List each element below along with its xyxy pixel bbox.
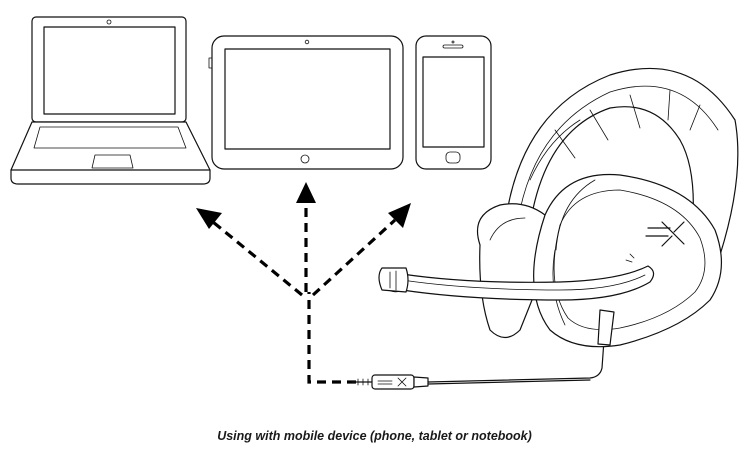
connection-arrows [196,182,411,384]
arrow-head-phone [388,203,411,228]
arrow-to-phone [311,218,397,297]
arrow-to-laptop [211,220,304,297]
hyperx-logo [645,221,685,247]
caption: Using with mobile device (phone, tablet … [217,429,532,443]
tablet-icon [208,35,404,170]
connector-line [307,292,356,384]
phone-icon [415,35,492,170]
laptop-icon [10,16,211,185]
arrow-head-laptop [196,208,222,229]
headset-icon [378,67,739,348]
audio-plug-icon [351,339,605,390]
plug-logo-mark [377,377,407,387]
arrow-head-tablet [296,182,316,203]
